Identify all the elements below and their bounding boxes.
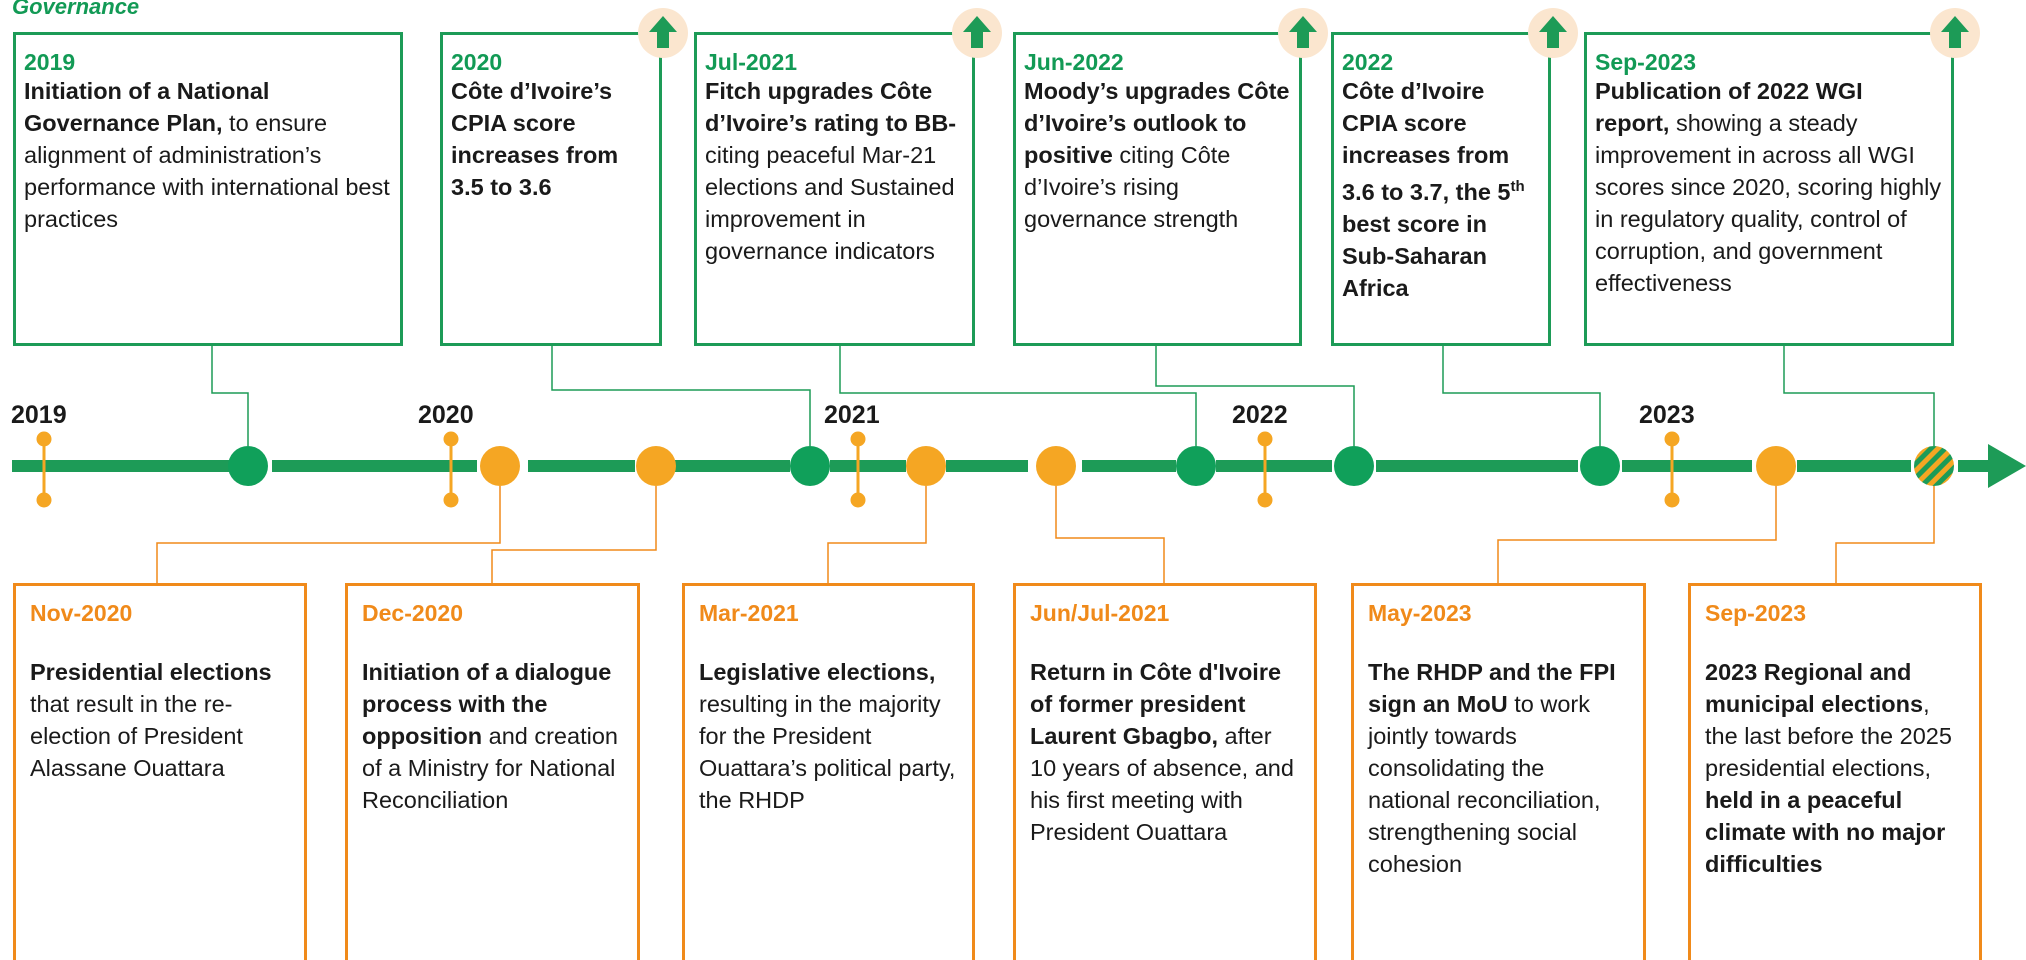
up-arrow-icon xyxy=(1528,8,1578,58)
bottom-event-card: Dec-2020 Initiation of a dialogue proces… xyxy=(345,583,640,960)
top-event-card: 2019 Initiation of a National Governance… xyxy=(13,32,403,346)
event-date: Jun/Jul-2021 xyxy=(1030,600,1170,626)
section-heading: Governance xyxy=(12,0,140,19)
event-date: Mar-2021 xyxy=(699,600,799,626)
event-dot xyxy=(1756,446,1796,486)
event-description: Moody’s upgrades Côte d’Ivoire’s outlook… xyxy=(1024,78,1290,232)
orange-event-dots xyxy=(480,446,1796,486)
event-dot xyxy=(790,446,830,486)
event-dot xyxy=(1176,446,1216,486)
bottom-connectors xyxy=(156,486,1935,583)
timeline-arrowhead xyxy=(1988,444,2026,488)
event-date: 2019 xyxy=(24,49,76,75)
event-description: Legislative elections, resulting in the … xyxy=(699,659,956,813)
event-dot xyxy=(906,446,946,486)
event-description: Return in Côte d'Ivoire of former presid… xyxy=(1030,659,1294,845)
top-event-card: Jul-2021 Fitch upgrades Côte d’Ivoire’s … xyxy=(694,32,975,346)
bottom-event-card: May-2023 The RHDP and the FPI sign an Mo… xyxy=(1351,583,1646,960)
event-description: Initiation of a National Governance Plan… xyxy=(24,78,390,232)
event-dot xyxy=(1580,446,1620,486)
event-description: The RHDP and the FPI sign an MoU to work… xyxy=(1368,659,1616,877)
event-dot xyxy=(636,446,676,486)
bottom-event-card: Sep-2023 2023 Regional and municipal ele… xyxy=(1688,583,1982,960)
event-dot xyxy=(1334,446,1374,486)
event-description: Côte d’Ivoire CPIA score increases from … xyxy=(1342,78,1525,301)
green-event-dots xyxy=(228,446,1620,486)
top-event-card: 2020 Côte d’Ivoire’s CPIA score increase… xyxy=(440,32,662,346)
top-event-card: 2022 Côte d’Ivoire CPIA score increases … xyxy=(1331,32,1551,346)
year-label: 2023 xyxy=(1639,401,1695,429)
year-label: 2019 xyxy=(11,401,67,429)
event-description: Fitch upgrades Côte d’Ivoire’s rating to… xyxy=(705,78,957,264)
event-date: 2020 xyxy=(451,49,503,75)
year-label: 2021 xyxy=(824,401,880,429)
event-date: Dec-2020 xyxy=(362,600,464,626)
event-description: Initiation of a dialogue process with th… xyxy=(362,659,618,813)
up-arrow-icon xyxy=(952,8,1002,58)
year-label: 2020 xyxy=(418,401,474,429)
year-label: 2022 xyxy=(1232,401,1288,429)
event-date: Sep-2023 xyxy=(1705,600,1807,626)
up-arrow-icon xyxy=(1930,8,1980,58)
event-dot xyxy=(1036,446,1076,486)
up-arrow-icon xyxy=(638,8,688,58)
top-event-card: Jun-2022 Moody’s upgrades Côte d’Ivoire’… xyxy=(1013,32,1302,346)
up-arrow-icon xyxy=(1278,8,1328,58)
event-date: Jul-2021 xyxy=(705,49,798,75)
bottom-event-card: Nov-2020 Presidential elections that res… xyxy=(13,583,307,960)
event-date: Jun-2022 xyxy=(1024,49,1124,75)
event-date: 2022 xyxy=(1342,49,1394,75)
year-ticks xyxy=(36,431,1680,508)
event-description: Côte d’Ivoire’s CPIA score increases fro… xyxy=(451,78,619,200)
bottom-event-card: Jun/Jul-2021 Return in Côte d'Ivoire of … xyxy=(1013,583,1317,960)
event-description: Publication of 2022 WGI report, showing … xyxy=(1595,78,1942,296)
event-dot xyxy=(480,446,520,486)
event-date: Nov-2020 xyxy=(30,600,133,626)
bottom-event-card: Mar-2021 Legislative elections, resultin… xyxy=(682,583,975,960)
event-description: Presidential elections that result in th… xyxy=(30,659,272,781)
event-date: Sep-2023 xyxy=(1595,49,1697,75)
event-date: May-2023 xyxy=(1368,600,1472,626)
event-dot xyxy=(228,446,268,486)
top-event-card: Sep-2023 Publication of 2022 WGI report,… xyxy=(1584,32,1954,346)
top-connectors xyxy=(211,346,1935,446)
striped-event-dot xyxy=(1914,446,1954,486)
event-description: 2023 Regional and municipal elections, t… xyxy=(1705,659,1952,877)
